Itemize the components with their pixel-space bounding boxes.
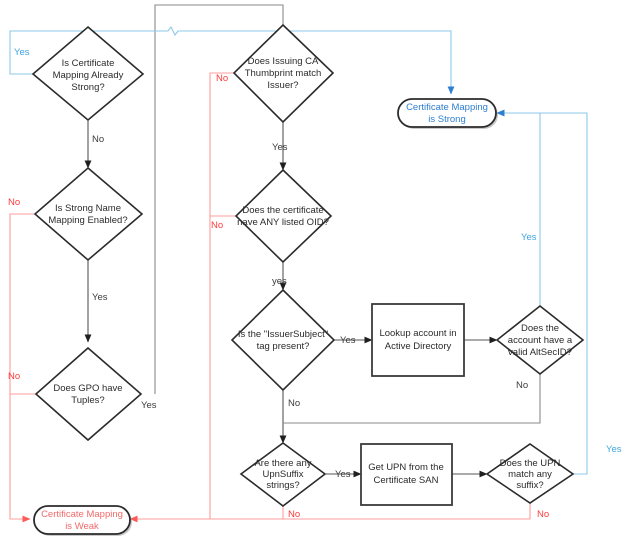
label-d8-yes: Yes [521, 232, 537, 243]
d8-line-1: Does the [521, 323, 559, 334]
edge-d2-no-to-weak [9, 213, 35, 523]
d2-line-2: Mapping Enabled? [48, 215, 127, 226]
d4-line-1: Does Issuing CA [248, 56, 319, 67]
edge-d4-no-to-weak [130, 72, 234, 520]
label-d5-yes: yes [272, 276, 287, 287]
process-lookup-account-in-active-directory[interactable]: Lookup account in Active Directory [371, 303, 465, 377]
d1-line-1: Is Certificate [62, 58, 115, 69]
decision-is-certificate-mapping-already-strong[interactable]: Is Certificate Mapping Already Strong? [31, 25, 145, 122]
d3-line-1: Does GPO have [53, 383, 122, 394]
edge-d9-yes-to-strong [496, 109, 588, 475]
edge-d1-yes-to-strong [9, 25, 455, 95]
d5-line-1: Does the certificate [242, 205, 323, 216]
t1-line-1: Certificate Mapping [406, 102, 488, 113]
terminator-certificate-mapping-is-weak[interactable]: Certificate Mapping is Weak [33, 505, 132, 536]
d9-line-2: match any [508, 469, 552, 480]
label-d8-no: No [516, 380, 528, 391]
edge-d8-yes-to-strong [496, 109, 541, 306]
d9-line-3: suffix? [516, 480, 543, 491]
d9-line-1: Does the UPN [500, 458, 561, 469]
p1-line-2: Active Directory [385, 341, 452, 352]
d5-line-2: nave ANY listed OID? [237, 217, 329, 228]
label-d5-no: No [211, 220, 223, 231]
process-get-upn-from-certificate-san[interactable]: Get UPN from the Certificate SAN [360, 443, 453, 506]
t2-line-2: is Weak [65, 521, 99, 532]
d7-line-3: strings? [266, 480, 299, 491]
label-d4-no: No [216, 73, 228, 84]
decision-are-there-any-upnsuffix-strings[interactable]: Are there any UpnSuffix strings? [239, 442, 327, 508]
label-d1-yes: Yes [14, 47, 30, 58]
p1-line-1: Lookup account in [379, 328, 456, 339]
decision-does-upn-match-any-suffix[interactable]: Does the UPN match any suffix? [485, 443, 575, 504]
label-d6-yes: Yes [340, 335, 356, 346]
d2-line-1: Is Strong Name [55, 203, 121, 214]
edge-d7-no-to-weak [130, 506, 284, 520]
edge-d9-no-to-weak [129, 503, 531, 523]
d6-line-1: Is the "IssuerSubject" [238, 329, 328, 340]
decision-is-strong-name-mapping-enabled[interactable]: Is Strong Name Mapping Enabled? [33, 166, 144, 262]
d4-line-3: Issuer? [267, 80, 298, 91]
t1-line-2: is Strong [428, 114, 466, 125]
label-d4-yes: Yes [272, 142, 288, 153]
d1-line-3: Strong? [71, 82, 104, 93]
d3-line-2: Tuples? [71, 395, 104, 406]
label-d7-yes: Yes [335, 469, 351, 480]
decision-does-gpo-have-tuples[interactable]: Does GPO have Tuples? [34, 346, 143, 442]
label-d7-no: No [288, 509, 300, 520]
label-d3-yes: Yes [141, 400, 157, 411]
terminator-certificate-mapping-is-strong[interactable]: Certificate Mapping is Strong [397, 98, 498, 129]
label-d1-no: No [92, 134, 104, 145]
d4-line-2: Thumbprint match [245, 68, 322, 79]
connectors [9, 4, 588, 523]
decision-does-account-have-valid-altsecid[interactable]: Does the account have a valid AltSecID? [495, 304, 585, 376]
label-d2-no: No [8, 197, 20, 208]
p2-line-1: Get UPN from the [368, 462, 444, 473]
d8-line-3: valid AltSecID? [508, 347, 572, 358]
d8-line-2: account have a [508, 335, 573, 346]
edge-d8-no-to-d7 [283, 374, 541, 424]
t2-line-1: Certificate Mapping [41, 509, 123, 520]
decision-is-issuersubject-tag-present[interactable]: Is the "IssuerSubject" tag present? [230, 288, 336, 392]
label-d9-no: No [537, 509, 549, 520]
d6-line-2: tag present? [257, 341, 310, 352]
d7-line-1: Are there any [254, 458, 311, 469]
p2-line-2: Certificate SAN [374, 475, 439, 486]
edge-labels: Yes No No Yes No Yes No Yes No yes Yes N… [8, 47, 622, 520]
label-d2-yes: Yes [92, 292, 108, 303]
decision-does-certificate-have-any-listed-oid[interactable]: Does the certificate nave ANY listed OID… [234, 168, 333, 264]
label-d6-no: No [288, 398, 300, 409]
label-d9-yes: Yes [606, 444, 622, 455]
d7-line-2: UpnSuffix [262, 469, 303, 480]
label-d3-no: No [8, 371, 20, 382]
decision-does-issuing-ca-thumbprint-match-issuer[interactable]: Does Issuing CA Thumbprint match Issuer? [232, 23, 335, 124]
d1-line-2: Mapping Already [53, 70, 124, 81]
